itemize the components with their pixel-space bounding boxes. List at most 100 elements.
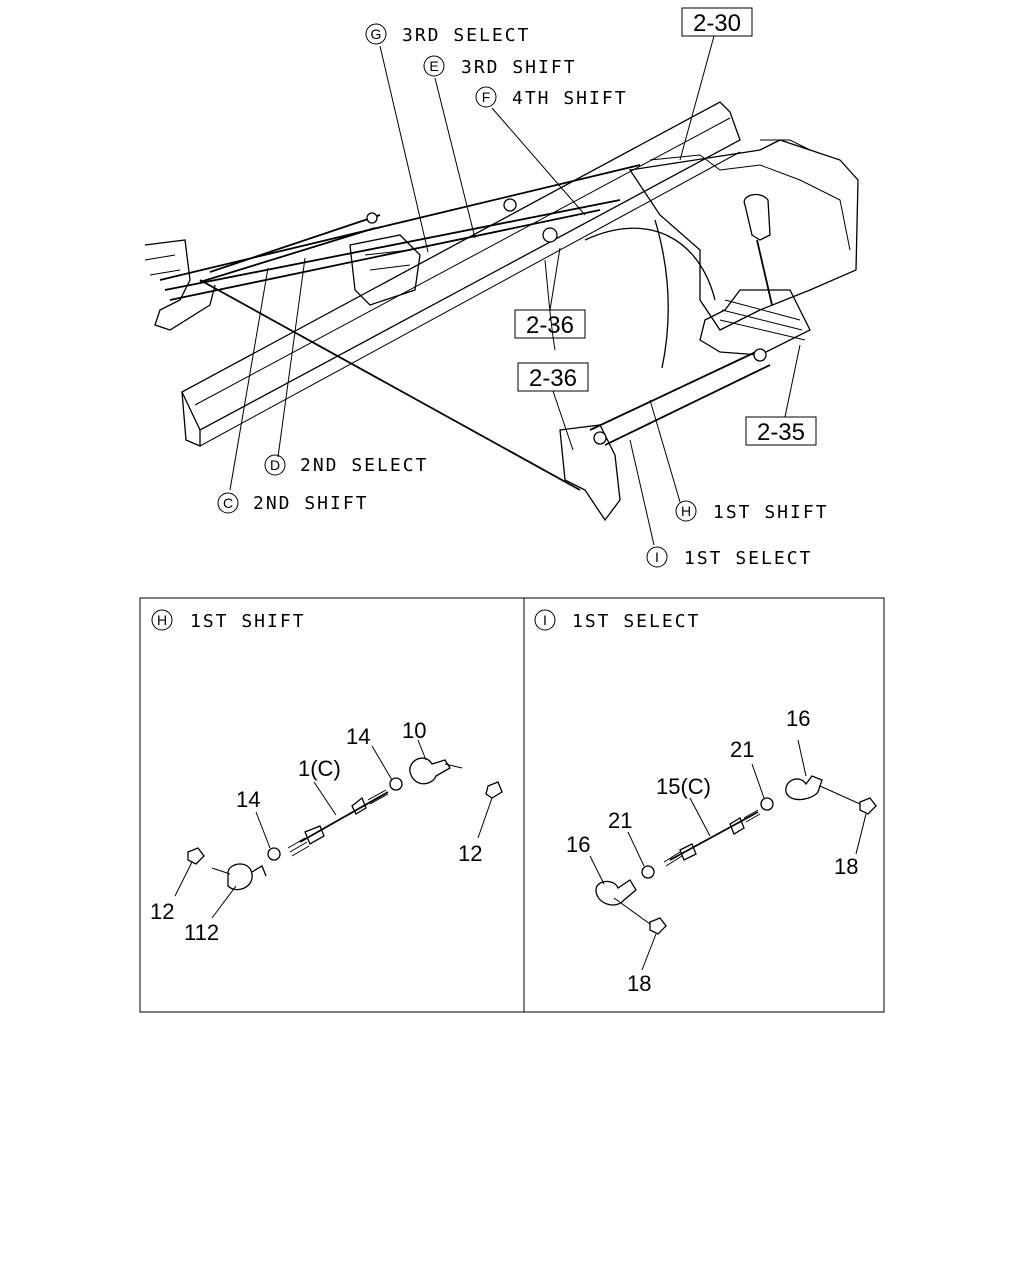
- ref-text-2-36-upper: 2-36: [526, 312, 574, 339]
- rod-diagonal: [199, 279, 581, 491]
- part-15c: 15(C): [656, 774, 711, 799]
- nut-21-left: [641, 865, 655, 879]
- rod-3rd-select: [159, 164, 641, 281]
- part-16-lower: 16: [566, 832, 590, 857]
- label-1st-select: 1ST SELECT: [684, 548, 812, 569]
- circle-letter-c: [217, 492, 239, 514]
- leader-18a: [855, 813, 867, 855]
- part-21-lower: 21: [608, 808, 632, 833]
- callout-2nd-select: D 2ND SELECT: [264, 454, 426, 476]
- nut-18-right: [859, 797, 877, 815]
- letter-c: C: [223, 495, 233, 511]
- ball-joint-16-right: [785, 775, 823, 801]
- part-12-left: 12: [150, 899, 174, 924]
- ball-joint-16-right-stud: [819, 785, 861, 805]
- shift-knob: [743, 193, 771, 241]
- panel-1st-shift: H 1ST SHIFT 10 14 1(C) 14: [150, 609, 503, 945]
- middle-bracket-detail: [364, 249, 411, 271]
- nut-21-right: [760, 797, 774, 811]
- ref-box-2-36-lower: [517, 362, 589, 392]
- rod-1c-hex-right: [351, 796, 367, 815]
- rod-1c-thread-left: [287, 837, 310, 857]
- ref-2-30: 2-30: [681, 7, 753, 37]
- leader-230: [679, 35, 715, 161]
- callout-4th-shift: F 4TH SHIFT: [475, 86, 628, 109]
- front-bracket-detail: [144, 254, 181, 276]
- rod-1st-shift: [589, 349, 761, 431]
- letter-d: D: [270, 457, 280, 473]
- letter-i: I: [655, 549, 659, 565]
- label-2nd-shift: 2ND SHIFT: [253, 493, 369, 514]
- joint-h: [593, 431, 607, 445]
- ref-2-36-upper: 2-36: [514, 309, 586, 339]
- panel-right-circle-i: [534, 609, 556, 631]
- callout-2nd-shift: C 2ND SHIFT: [217, 492, 369, 514]
- part-14-upper: 14: [346, 724, 370, 749]
- part-112: 112: [184, 920, 219, 945]
- panel-left-circle-h: [151, 609, 173, 631]
- leader-g: [379, 45, 429, 253]
- label-4th-shift: 4TH SHIFT: [512, 88, 628, 109]
- panel-right-letter: I: [543, 612, 547, 628]
- rod-2nd-select: [209, 214, 381, 273]
- label-3rd-shift: 3RD SHIFT: [461, 57, 577, 78]
- part-10: 10: [402, 718, 426, 743]
- ref-box-2-30: [681, 7, 753, 37]
- letter-g: G: [371, 26, 382, 42]
- leader-c: [229, 267, 269, 491]
- callout-3rd-select: G 3RD SELECT: [365, 23, 528, 46]
- leader-15c: [689, 797, 711, 837]
- bell-housing-top: [584, 227, 716, 301]
- ref-text-2-36-lower: 2-36: [529, 365, 577, 392]
- leader-14a: [371, 745, 393, 781]
- leader-18b: [641, 933, 657, 971]
- nut-12-left: [187, 847, 205, 865]
- bell-housing-left: [544, 259, 556, 351]
- rod-1c-hex: [304, 825, 325, 845]
- letter-e: E: [429, 58, 438, 74]
- rod-15c-hex: [679, 843, 697, 861]
- panel-1st-select: I 1ST SELECT 16 21 15(C) 21 16 18: [534, 609, 877, 996]
- ball-joint-112-neck: [251, 865, 267, 877]
- housing-top2: [760, 139, 811, 151]
- rod-3rd-shift: [164, 199, 621, 291]
- letter-f: F: [482, 89, 491, 105]
- panel-left-letter: H: [157, 612, 167, 628]
- ref-text-2-35: 2-35: [757, 419, 805, 446]
- leader-236a: [549, 247, 561, 311]
- ball-joint-16-left: [595, 879, 637, 906]
- circle-letter-h: [675, 500, 697, 522]
- label-1st-shift: 1ST SHIFT: [713, 502, 829, 523]
- shift-boot: [699, 289, 811, 356]
- circle-letter-e: [423, 55, 445, 77]
- ball-joint-10: [409, 757, 451, 785]
- panel-right-title: 1ST SELECT: [572, 611, 700, 632]
- leader-16a: [797, 739, 807, 777]
- ref-2-35: 2-35: [745, 416, 817, 446]
- leader-21b: [627, 831, 645, 867]
- joint-d: [366, 212, 378, 224]
- leader-h: [649, 399, 681, 503]
- leader-d: [277, 257, 306, 458]
- leader-10: [417, 739, 427, 761]
- rod-1c: [299, 791, 389, 843]
- shift-lever: [756, 239, 773, 306]
- leader-16b: [589, 855, 605, 885]
- part-16-upper: 16: [786, 706, 810, 731]
- housing-detail: [719, 164, 851, 251]
- part-1c: 1(C): [298, 756, 341, 781]
- part-14-lower: 14: [236, 787, 260, 812]
- leader-1c: [313, 781, 337, 816]
- circle-letter-d: [264, 454, 286, 476]
- leader-e: [434, 77, 476, 239]
- part-12-right: 12: [458, 841, 482, 866]
- ball-joint-112-stud: [211, 867, 231, 875]
- part-18-right: 18: [834, 854, 858, 879]
- middle-bracket: [349, 234, 421, 306]
- rod-4th-shift: [169, 209, 601, 301]
- nut-14-left: [267, 847, 281, 861]
- leader-12a: [174, 861, 193, 897]
- housing-top: [649, 154, 721, 171]
- rod-1st-select: [604, 364, 771, 446]
